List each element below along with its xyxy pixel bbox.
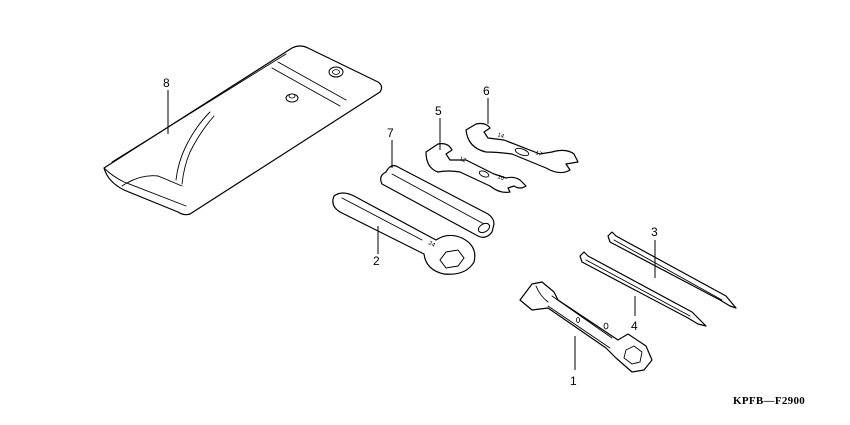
- wrench-6-stamp-b: 17: [534, 150, 543, 158]
- callout-7: 7: [387, 126, 394, 140]
- screwdriver-grip: [380, 165, 495, 238]
- screwdriver: [607, 231, 737, 309]
- snap-stud: [285, 93, 299, 103]
- screwdriver-phillips: [579, 251, 707, 327]
- callout-8: 8: [163, 76, 170, 90]
- wrench-size-stamp: 24: [427, 240, 436, 249]
- box-wrench: [519, 281, 653, 373]
- ring-wrench: 24: [332, 192, 476, 275]
- callout-3: 3: [651, 225, 658, 239]
- open-end-wrench-14x17: 14 17: [465, 122, 579, 174]
- callout-5: 5: [435, 104, 442, 118]
- snap-button: [328, 66, 344, 78]
- leader-lines: [167, 90, 656, 370]
- callout-4: 4: [631, 319, 638, 333]
- callout-1: 1: [570, 374, 577, 388]
- callout-6: 6: [483, 84, 490, 98]
- diagram-reference-code: KPFB—F2900: [733, 395, 806, 407]
- callout-2: 2: [373, 254, 380, 268]
- wrench-5-stamp-b: 10: [496, 174, 505, 182]
- wrench-6-stamp-a: 14: [496, 132, 505, 140]
- open-end-wrench-10x12: 12 10: [425, 143, 527, 193]
- tool-bag: [103, 45, 383, 216]
- wrench-5-stamp-a: 12: [458, 156, 467, 164]
